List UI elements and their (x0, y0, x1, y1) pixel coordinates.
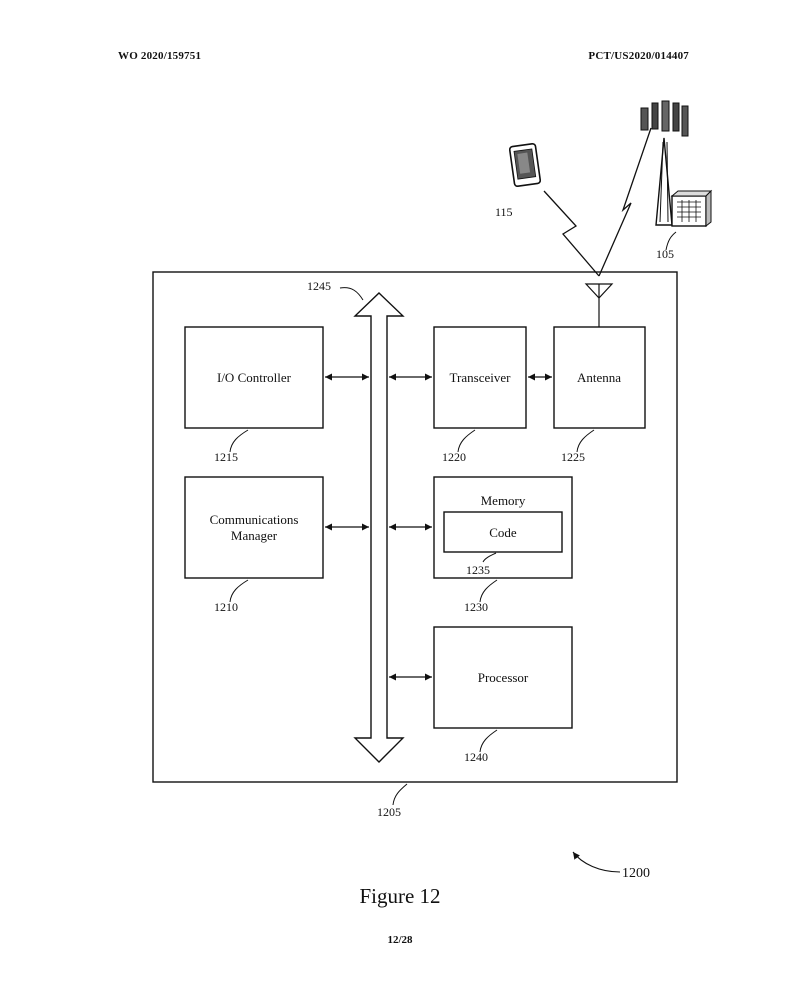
ref-memory-label: 1230 (464, 600, 488, 614)
ref-device-label: 1205 (377, 805, 401, 819)
ref-transceiver-label: 1220 (442, 450, 466, 464)
figure-ref-label: 1200 (622, 866, 650, 881)
ue-phone-icon (509, 143, 540, 186)
ref-communications-manager-label: 1210 (214, 600, 238, 614)
ref-communications-manager-leader (230, 580, 248, 602)
ref-io-controller-label: 1215 (214, 450, 238, 464)
wireless-link-base-station-zigzag (599, 128, 651, 276)
page-number: 12/28 (0, 934, 800, 946)
communications-manager-label-line1: Communications (210, 512, 299, 527)
ref-transceiver-leader (458, 430, 475, 452)
wireless-link-ue-zigzag (544, 191, 599, 276)
ref-ue-label: 115 (495, 205, 513, 219)
antenna-symbol-icon (586, 284, 612, 327)
ref-antenna-leader (577, 430, 594, 452)
io-controller-label: I/O Controller (217, 370, 292, 385)
ref-bus-leader (340, 288, 363, 300)
antenna-label: Antenna (577, 370, 621, 385)
ref-base-station-label: 105 (656, 247, 674, 261)
ref-bus-label: 1245 (307, 279, 331, 293)
ref-processor-leader (480, 730, 497, 752)
figure-caption: Figure 12 (0, 884, 800, 909)
ref-processor-label: 1240 (464, 750, 488, 764)
memory-label: Memory (481, 493, 526, 508)
ref-device-leader (393, 784, 407, 805)
ref-antenna-label: 1225 (561, 450, 585, 464)
ref-code-label: 1235 (466, 563, 490, 577)
code-label: Code (489, 525, 517, 540)
ref-io-controller-leader (230, 430, 248, 452)
figure-ref-arrow (573, 852, 620, 872)
communications-manager-label-line2: Manager (231, 528, 278, 543)
base-station-tower-icon (641, 101, 711, 226)
ref-memory-leader (480, 580, 497, 602)
processor-label: Processor (478, 670, 529, 685)
transceiver-label: Transceiver (450, 370, 512, 385)
